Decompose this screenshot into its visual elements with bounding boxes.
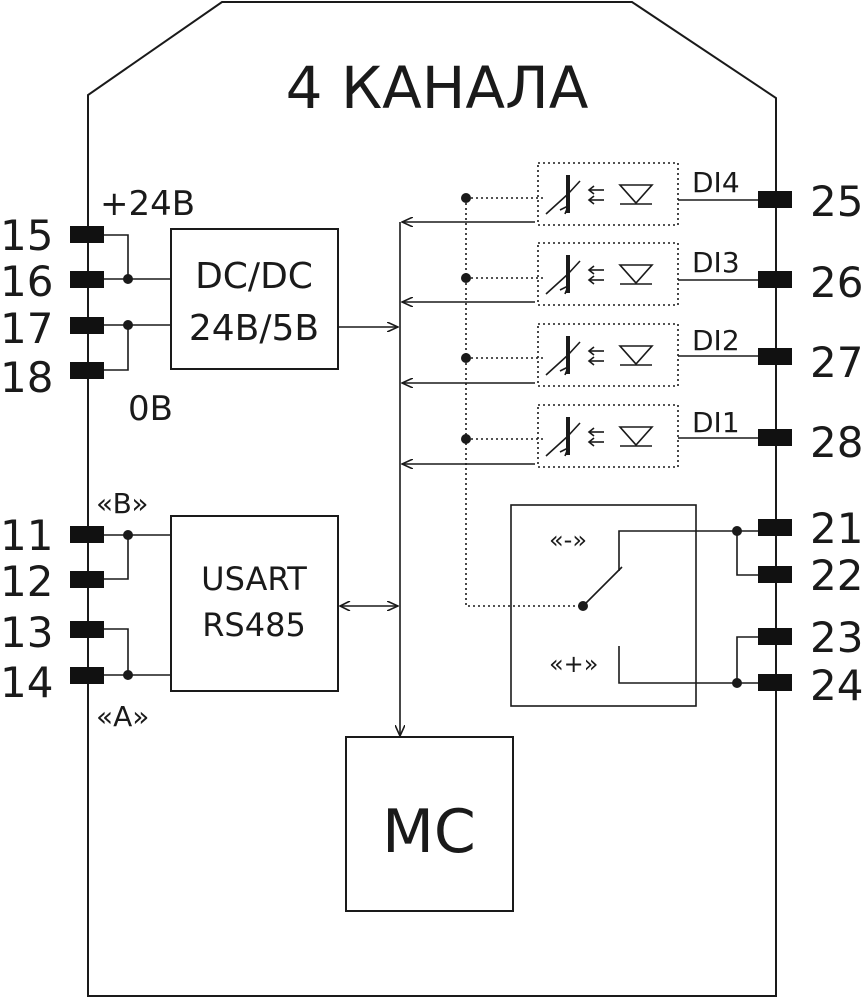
pin-number: 15 bbox=[0, 211, 53, 260]
relay-minus-label: «-» bbox=[549, 526, 587, 554]
terminal-23 bbox=[758, 628, 792, 645]
rs485-section: «B» «A» USART RS485 bbox=[96, 487, 398, 733]
digital-inputs: DI4 DI3 DI2 DI1 bbox=[402, 161, 758, 607]
plus-24v-label: +24В bbox=[100, 184, 195, 224]
input-channel-di1: DI1 bbox=[402, 403, 758, 469]
input-label-di4: DI4 bbox=[692, 166, 740, 199]
right-terminals: 25 26 27 28 21 22 23 24 bbox=[758, 177, 863, 710]
terminal-11 bbox=[70, 526, 104, 543]
housing-outline bbox=[87, 1, 777, 997]
pin-number: 18 bbox=[0, 353, 53, 402]
terminal-17 bbox=[70, 317, 104, 334]
pin-number: 24 bbox=[810, 661, 863, 710]
relay-block bbox=[510, 504, 697, 707]
pin-number: 14 bbox=[0, 658, 53, 707]
terminal-13 bbox=[70, 621, 104, 638]
usart-block bbox=[170, 515, 339, 692]
terminal-24 bbox=[758, 674, 792, 691]
pin-number: 21 bbox=[810, 504, 863, 553]
dcdc-block bbox=[170, 228, 339, 370]
pin-number: 12 bbox=[0, 557, 53, 606]
usart-label-1: USART bbox=[201, 560, 307, 598]
input-channel-di4: DI4 bbox=[402, 161, 758, 227]
left-terminals: 15 16 17 18 11 12 13 14 bbox=[0, 211, 104, 707]
terminal-14 bbox=[70, 667, 104, 684]
mc-block bbox=[345, 736, 514, 912]
terminal-12 bbox=[70, 571, 104, 588]
terminal-18 bbox=[70, 362, 104, 379]
terminal-21 bbox=[758, 519, 792, 536]
terminal-15 bbox=[70, 226, 104, 243]
input-label-di1: DI1 bbox=[692, 406, 740, 439]
pin-number: 11 bbox=[0, 511, 53, 560]
terminal-28 bbox=[758, 429, 792, 446]
rs485-a-label: «A» bbox=[96, 700, 149, 733]
power-section: +24В 0В DC/DC 24В/5В bbox=[100, 184, 398, 429]
pin-number: 25 bbox=[810, 177, 863, 226]
pin-number: 23 bbox=[810, 613, 863, 662]
input-label-di2: DI2 bbox=[692, 324, 740, 357]
page-title: 4 КАНАЛА bbox=[286, 54, 589, 122]
terminal-22 bbox=[758, 566, 792, 583]
usart-label-2: RS485 bbox=[202, 606, 306, 644]
dcdc-label-2: 24В/5В bbox=[189, 308, 319, 349]
pin-number: 26 bbox=[810, 258, 863, 307]
pin-number: 13 bbox=[0, 608, 53, 657]
pin-number: 27 bbox=[810, 338, 863, 387]
mc-label: MC bbox=[382, 797, 476, 867]
terminal-26 bbox=[758, 271, 792, 288]
input-label-di3: DI3 bbox=[692, 246, 740, 279]
pin-number: 22 bbox=[810, 551, 863, 600]
input-channel-di3: DI3 bbox=[402, 241, 758, 307]
terminal-27 bbox=[758, 348, 792, 365]
dcdc-label-1: DC/DC bbox=[195, 256, 313, 297]
terminal-25 bbox=[758, 191, 792, 208]
input-channel-di2: DI2 bbox=[402, 322, 758, 388]
relay-section: «-» «+» bbox=[510, 504, 758, 707]
rs485-b-label: «B» bbox=[96, 487, 149, 520]
pin-number: 28 bbox=[810, 418, 863, 467]
zero-v-label: 0В bbox=[128, 389, 173, 429]
pin-number: 16 bbox=[0, 257, 53, 306]
pin-number: 17 bbox=[0, 304, 53, 353]
relay-plus-label: «+» bbox=[549, 650, 598, 678]
terminal-16 bbox=[70, 271, 104, 288]
